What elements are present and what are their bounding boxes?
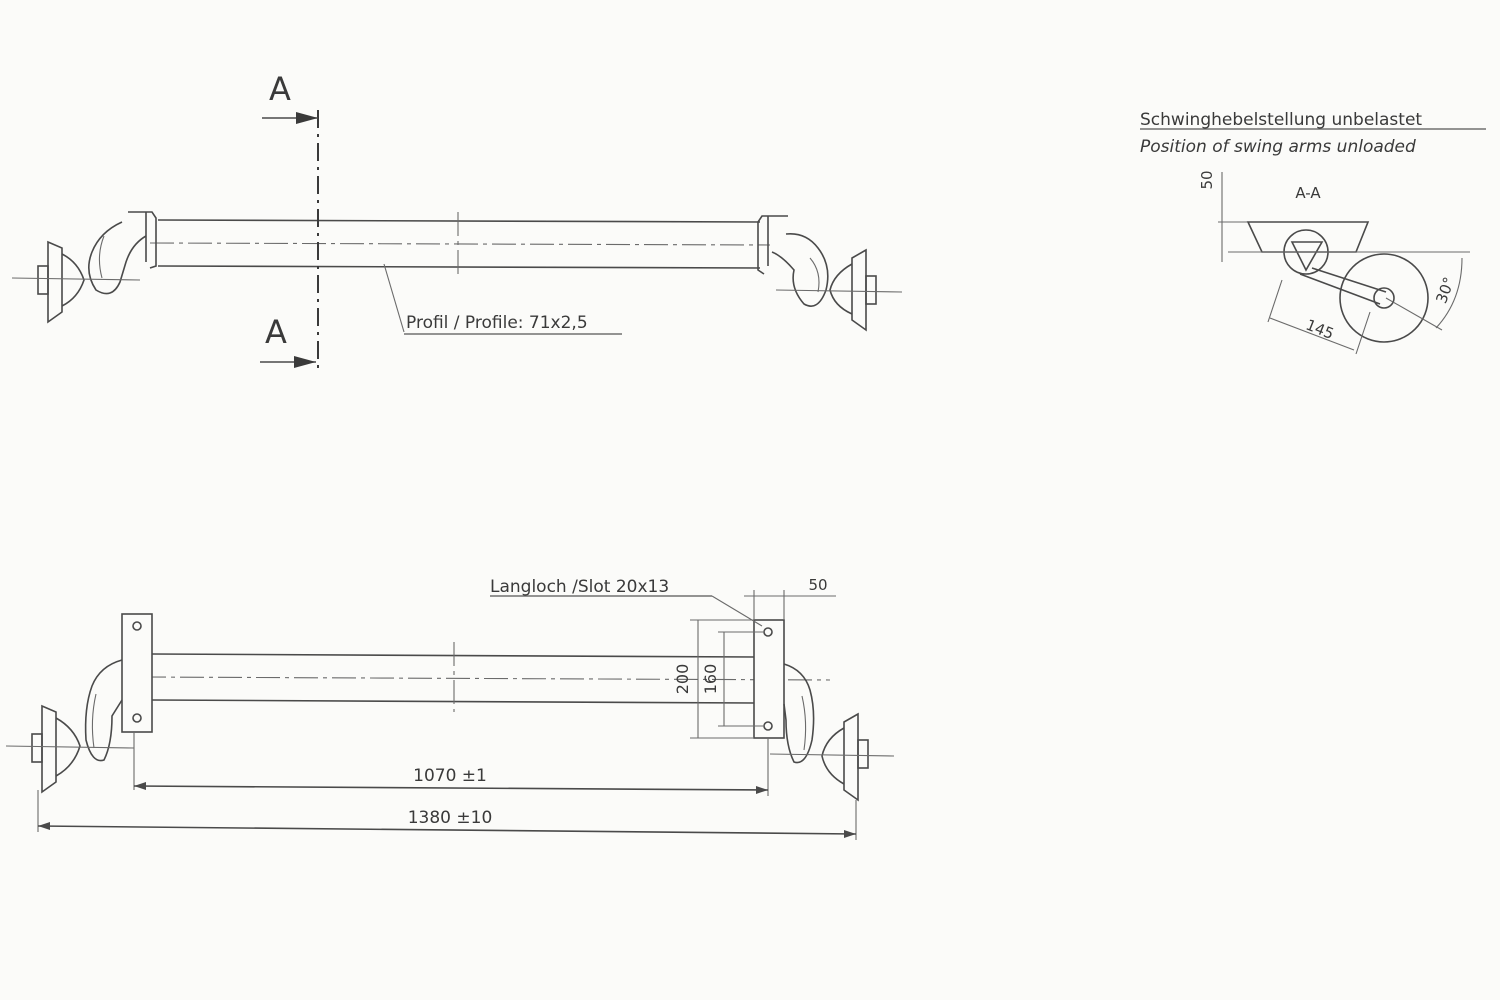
dim-1070: 1070 ±1 xyxy=(413,766,487,786)
slot-label: Langloch /Slot 20x13 xyxy=(490,577,669,597)
axle-front-view: Langloch /Slot 20x13 50 200 160 1070 ±1 … xyxy=(5,576,895,840)
section-view-a-a: Schwinghebelstellung unbelastet Position… xyxy=(1140,110,1486,355)
section-mark-top: A xyxy=(269,70,291,108)
dim-width-50: 50 xyxy=(808,576,827,594)
dim-angle-30: 30° xyxy=(1432,275,1458,306)
section-name: A-A xyxy=(1295,184,1321,202)
dim-200: 200 xyxy=(673,664,692,695)
dim-160: 160 xyxy=(701,664,720,695)
section-title-de: Schwinghebelstellung unbelastet xyxy=(1140,110,1422,130)
dim-1380: 1380 ±10 xyxy=(408,808,493,828)
dim-height-50: 50 xyxy=(1198,170,1216,189)
dim-arm-145: 145 xyxy=(1303,316,1336,343)
section-title-en: Position of swing arms unloaded xyxy=(1140,137,1416,157)
axle-top-view: A A Profil / Profile: 71x2,5 xyxy=(11,70,903,372)
section-mark-bottom: A xyxy=(265,313,287,351)
profile-label: Profil / Profile: 71x2,5 xyxy=(406,313,588,333)
